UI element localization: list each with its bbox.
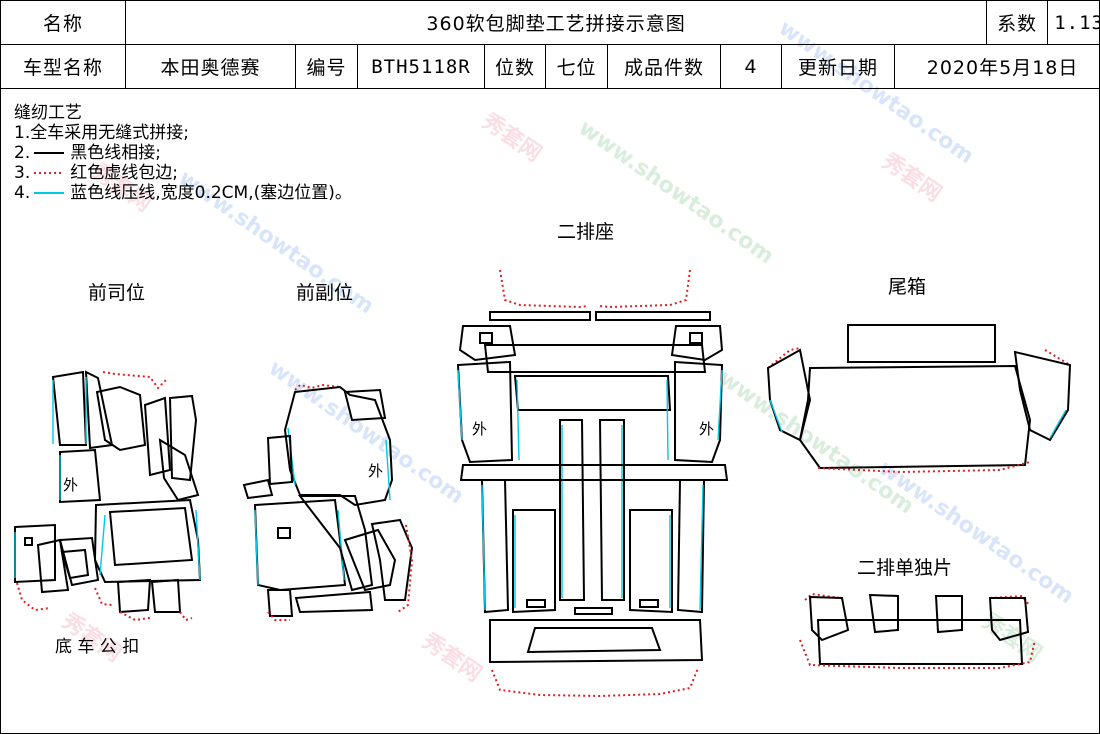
label-outer: 外 [699, 420, 715, 438]
name-label: 名称 [0, 0, 126, 45]
model-label: 车型名称 [0, 44, 126, 89]
seat-label: 位数 [484, 44, 546, 89]
notes-title: 缝纫工艺 [14, 103, 82, 123]
code-label: 编号 [295, 44, 358, 89]
note-text: 蓝色线压线,宽度0.2CM,(塞边位置)。 [70, 183, 352, 203]
trunk-mat [766, 324, 1072, 474]
label-outer: 外 [368, 462, 384, 480]
passenger-mat [242, 383, 414, 621]
blue-line-swatch [34, 192, 65, 194]
label-outer: 外 [472, 420, 488, 438]
label-passenger: 前副位 [296, 282, 354, 304]
code-value: BTH5118R [357, 44, 485, 89]
second-row-single-mat [799, 592, 1036, 669]
note-item-2: 2. 黑色线相接; [14, 143, 352, 163]
label-outer: 外 [63, 476, 79, 494]
note-item-1: 1.全车采用无缝式拼接; [14, 123, 189, 143]
second-row-mat [456, 269, 729, 698]
date-value: 2020年5月18日 [893, 44, 1100, 89]
note-item-3: 3. 红色虚线包边; [14, 163, 352, 183]
driver-mat [14, 370, 202, 622]
title-block: 名称 360软包脚垫工艺拼接示意图 系数 1.13 车型名称 本田奥德赛 编号 … [0, 0, 1100, 89]
note-item-4: 4. 蓝色线压线,宽度0.2CM,(塞边位置)。 [14, 183, 352, 203]
note-number: 3. [14, 163, 31, 183]
label-buckle: 底 车 公 扣 [55, 637, 140, 657]
red-dashed-swatch [34, 172, 65, 174]
label-driver: 前司位 [88, 282, 146, 304]
note-number: 4. [14, 183, 31, 203]
label-second-row: 二排座 [557, 221, 615, 243]
note-number: 2. [14, 143, 31, 163]
date-label: 更新日期 [781, 44, 895, 89]
diagram-title: 360软包脚垫工艺拼接示意图 [124, 0, 988, 45]
note-text: 红色虚线包边; [70, 163, 178, 183]
coef-value: 1.13 [1047, 0, 1100, 45]
label-second-row-single: 二排单独片 [857, 557, 953, 579]
sewing-notes: 缝纫工艺 1.全车采用无缝式拼接; 2. 黑色线相接; 3. 红色虚线包边; 4… [14, 103, 352, 203]
count-value: 4 [720, 44, 782, 89]
note-text: 黑色线相接; [70, 143, 161, 163]
black-line-swatch [34, 152, 65, 154]
model-value: 本田奥德赛 [125, 44, 296, 89]
seat-value: 七位 [545, 44, 608, 89]
label-trunk: 尾箱 [888, 276, 927, 298]
